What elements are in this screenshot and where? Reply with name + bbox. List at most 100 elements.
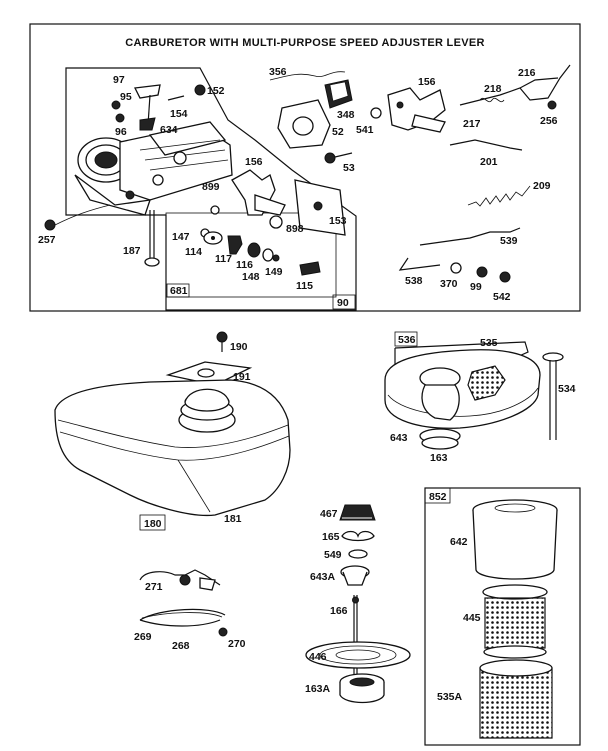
label-165: 165: [322, 531, 340, 543]
label-147: 147: [172, 231, 190, 243]
screw-257: [44, 204, 111, 231]
box-852-label: 852: [429, 491, 447, 503]
label-181: 181: [224, 513, 242, 525]
carburetor-frame: [29, 23, 581, 312]
cap-screw-190: [216, 331, 228, 352]
gasket-52: [277, 99, 331, 149]
label-634: 634: [160, 124, 178, 136]
label-201: 201: [480, 156, 498, 168]
label-899: 899: [202, 181, 220, 193]
label-148: 148: [242, 271, 260, 283]
clip-271: [139, 569, 221, 591]
label-209: 209: [533, 180, 551, 192]
label-153: 153: [329, 215, 347, 227]
screw-99: [476, 266, 488, 278]
label-166: 166: [330, 605, 348, 617]
label-190: 190: [230, 341, 248, 353]
washer-549: [348, 549, 368, 559]
box-681-tag: [166, 283, 190, 298]
wire-539: [419, 227, 521, 246]
label-163A: 163A: [305, 683, 331, 695]
label-535: 535: [480, 337, 498, 349]
bracket-156-lower: [210, 169, 286, 216]
filter-cover-642: [472, 499, 558, 580]
carburetor-body: [74, 121, 233, 216]
label-117: 117: [215, 253, 232, 265]
label-114: 114: [185, 246, 202, 258]
screw-53: [324, 152, 353, 164]
label-643A: 643A: [310, 571, 336, 583]
label-149: 149: [265, 266, 283, 278]
carburetor-group-outline: [65, 67, 357, 311]
label-549: 549: [324, 549, 342, 561]
washer-541: [370, 107, 382, 119]
label-163: 163: [430, 452, 448, 464]
label-95: 95: [120, 91, 132, 103]
label-446: 446: [309, 651, 327, 663]
throttle-linkage: [111, 84, 206, 131]
label-156-upper: 156: [418, 76, 436, 88]
spring-209: [467, 185, 531, 207]
label-218: 218: [484, 83, 502, 95]
wing-bolt-534: [542, 352, 564, 440]
box-681-label: 681: [170, 285, 188, 297]
label-53: 53: [343, 162, 355, 174]
box-90-label: 90: [337, 297, 349, 309]
label-217: 217: [463, 118, 481, 130]
label-348: 348: [337, 109, 355, 121]
filter-cartridge-445: [482, 584, 548, 659]
rod-538: [398, 257, 441, 271]
cup-643A: [340, 565, 370, 586]
box-90-tag: [332, 294, 356, 310]
gasket-ring-268: [139, 608, 226, 627]
box-536-tag: [394, 331, 418, 347]
box-852-tag: [424, 487, 451, 504]
washer-370: [450, 262, 462, 274]
base-plate-446: [305, 641, 411, 669]
label-356: 356: [269, 66, 287, 78]
part-348: [324, 79, 353, 109]
pre-cleaner-535A: [479, 659, 553, 739]
label-257: 257: [38, 234, 56, 246]
label-116: 116: [236, 259, 253, 271]
label-539: 539: [500, 235, 518, 247]
label-191: 191: [233, 371, 251, 383]
label-269: 269: [134, 631, 152, 643]
plate-153: [269, 179, 346, 236]
label-271: 271: [145, 581, 163, 593]
box-180-tag: [139, 514, 166, 531]
label-643: 643: [390, 432, 408, 444]
label-445: 445: [463, 612, 481, 624]
knob-467: [339, 504, 376, 521]
diagram-title: CARBURETOR WITH MULTI-PURPOSE SPEED ADJU…: [125, 37, 485, 49]
filter-kit-frame: [424, 487, 581, 746]
box-536-label: 536: [398, 334, 416, 346]
rod-201: [449, 139, 523, 151]
label-99: 99: [470, 281, 482, 293]
wing-nut-165: [341, 530, 375, 542]
sub-group-parts: [200, 228, 321, 276]
fuel-tank: [54, 379, 291, 517]
label-156-lower: 156: [245, 156, 263, 168]
label-52: 52: [332, 126, 344, 138]
fuel-pipe-187: [144, 210, 160, 267]
label-256: 256: [540, 115, 558, 127]
label-542: 542: [493, 291, 511, 303]
label-370: 370: [440, 278, 458, 290]
label-270: 270: [228, 638, 246, 650]
label-268: 268: [172, 640, 190, 652]
label-538: 538: [405, 275, 423, 287]
label-216: 216: [518, 67, 536, 79]
governor-linkage: [459, 64, 571, 110]
label-187: 187: [123, 245, 141, 257]
air-cleaner-assembly: [384, 341, 541, 450]
label-115: 115: [296, 280, 313, 292]
gasket-356-line: [269, 71, 346, 81]
label-96: 96: [115, 126, 127, 138]
label-898: 898: [286, 223, 304, 235]
bracket-156-upper: [387, 87, 446, 133]
box-180-label: 180: [144, 518, 162, 530]
label-152: 152: [207, 85, 225, 97]
label-535A: 535A: [437, 691, 463, 703]
